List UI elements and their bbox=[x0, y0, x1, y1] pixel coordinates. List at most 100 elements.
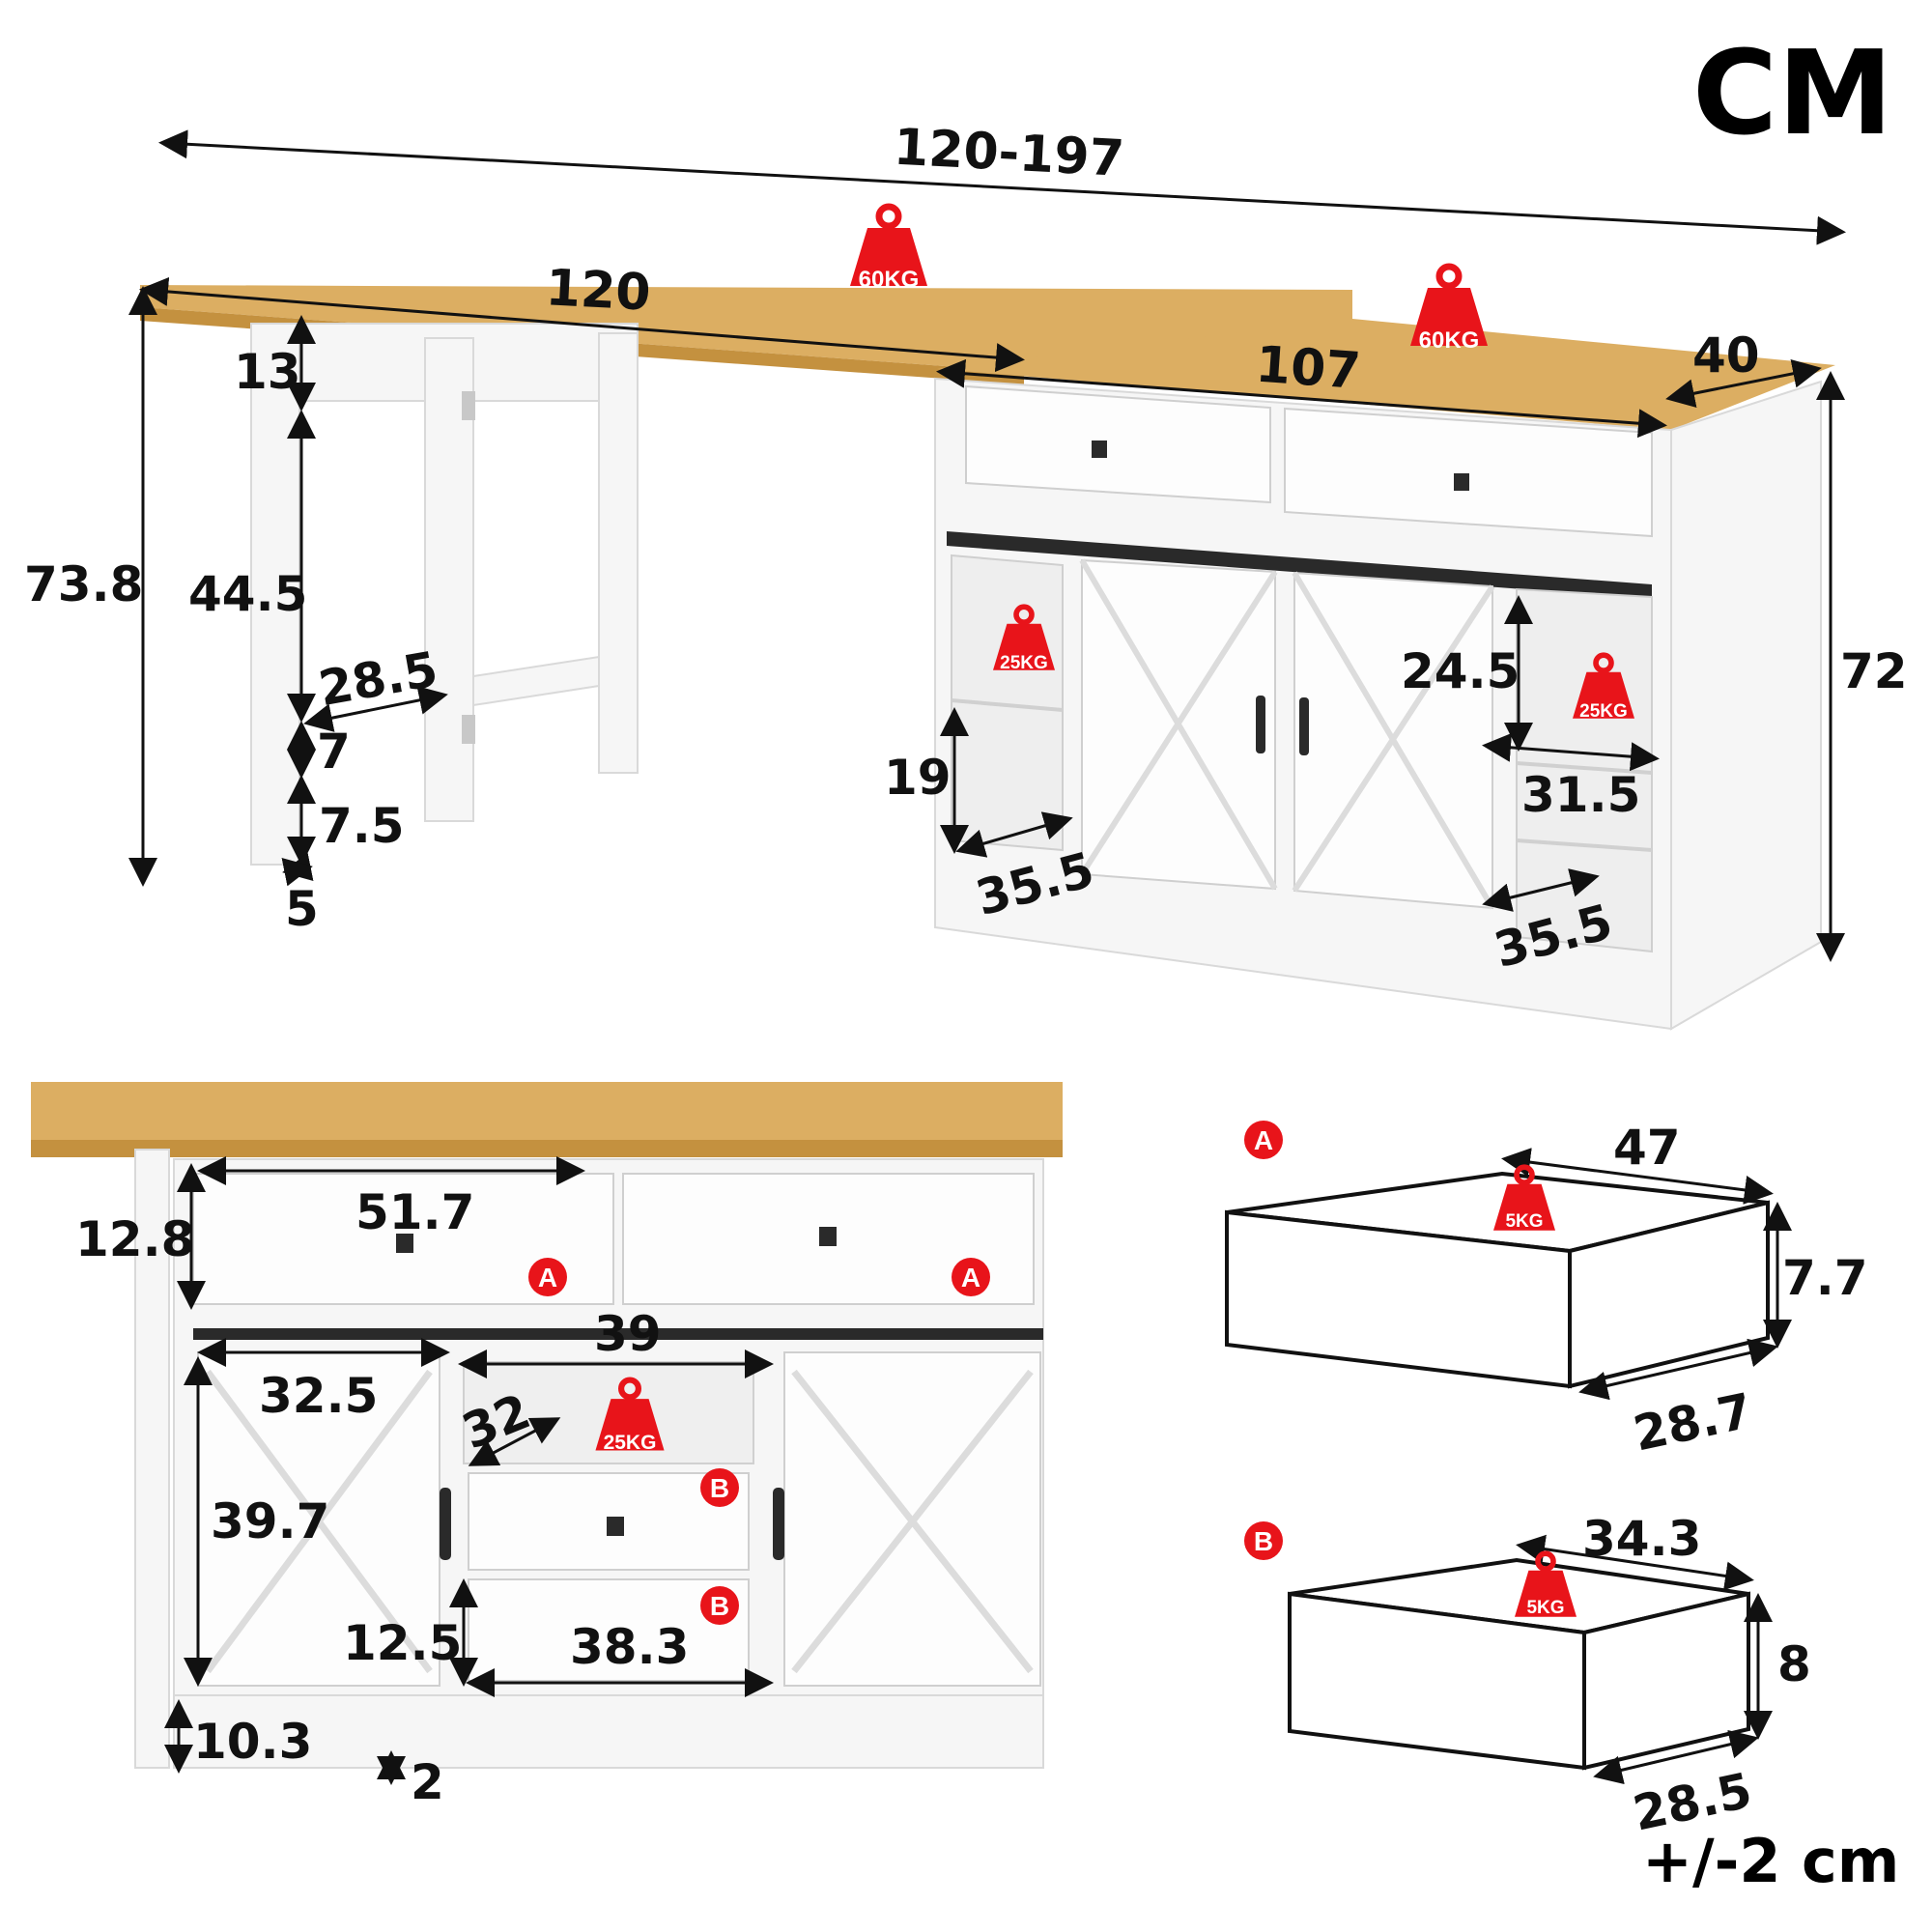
svg-text:B: B bbox=[710, 1473, 729, 1503]
svg-text:60KG: 60KG bbox=[859, 267, 920, 293]
svg-text:A: A bbox=[1254, 1125, 1273, 1155]
small-drawer-lower bbox=[468, 1578, 750, 1682]
barn-door-rail bbox=[947, 531, 1652, 599]
desk-leg-back bbox=[598, 332, 639, 774]
right-shelf-height-label: 24.5 bbox=[1401, 643, 1520, 699]
drawer-b-detail: B 5KG bbox=[1244, 1521, 1773, 1785]
right-shelf-board bbox=[1516, 838, 1653, 852]
cabinet-illustration bbox=[934, 319, 1835, 1031]
center-opening-label: 39 bbox=[594, 1306, 662, 1362]
stretcher-gap-label: 7 bbox=[317, 724, 351, 780]
drawer-a-height-label: 7.7 bbox=[1782, 1250, 1868, 1306]
cabinet-load-badge: 60KG bbox=[1410, 267, 1488, 354]
svg-text:B: B bbox=[710, 1591, 729, 1621]
drawer-knob-icon bbox=[396, 1234, 413, 1253]
drawer-a-depth-line bbox=[1578, 1338, 1778, 1401]
front-barn-door-rail bbox=[193, 1328, 1043, 1340]
drawer-marker-b-lower: B bbox=[700, 1586, 739, 1625]
drawer-marker-a-right: A bbox=[952, 1258, 990, 1296]
drawer-marker-b-upper: B bbox=[700, 1468, 739, 1507]
right-shelf-depth-line bbox=[1482, 868, 1600, 912]
center-shelf-depth-line bbox=[468, 1417, 561, 1466]
drawer-b-height-label: 8 bbox=[1777, 1636, 1811, 1692]
left-shelf-board bbox=[951, 698, 1064, 712]
left-shelf-load-badge: 25KG bbox=[993, 607, 1055, 673]
drawer-width-label: 51.7 bbox=[355, 1184, 474, 1240]
top-dimension-lines bbox=[128, 129, 1846, 962]
left-shelf-depth-line bbox=[955, 811, 1073, 858]
drawer-knob-icon bbox=[1092, 440, 1107, 458]
base-height-label: 10.3 bbox=[193, 1714, 312, 1770]
svg-text:25KG: 25KG bbox=[1000, 653, 1048, 673]
front-view-illustration bbox=[31, 1082, 1063, 1769]
small-drawer-height-label: 12.5 bbox=[343, 1615, 462, 1671]
drawer-knob-icon bbox=[607, 1517, 624, 1536]
total-length-label: 120-197 bbox=[893, 119, 1125, 188]
svg-text:A: A bbox=[538, 1263, 557, 1293]
leg-depth-line bbox=[303, 686, 448, 732]
right-shelf-load-badge: 25KG bbox=[1573, 655, 1634, 722]
door-handle-icon bbox=[1299, 697, 1309, 755]
drawer-knob-icon bbox=[1454, 473, 1469, 491]
right-shelf-width-line bbox=[1482, 732, 1660, 772]
desk-length-line bbox=[139, 276, 1025, 373]
svg-text:B: B bbox=[1254, 1526, 1273, 1556]
hinge-icon bbox=[462, 391, 475, 420]
front-desk-top bbox=[31, 1082, 1063, 1150]
cabinet-depth-label: 40 bbox=[1692, 327, 1760, 384]
cabinet-width-label: 107 bbox=[1254, 336, 1362, 401]
leg-height-label: 44.5 bbox=[188, 566, 307, 622]
leg-width-label: 5 bbox=[285, 881, 319, 937]
cabinet-height-label: 72 bbox=[1840, 643, 1908, 699]
desk-load-badge: 60KG bbox=[850, 207, 927, 293]
apron-height-label: 13 bbox=[234, 344, 301, 400]
front-door-x-brace bbox=[205, 1369, 1034, 1674]
front-base bbox=[173, 1694, 1044, 1769]
door-handle-icon bbox=[1256, 696, 1265, 753]
leg-width-line bbox=[281, 852, 314, 887]
drawer-a-width-label: 47 bbox=[1613, 1120, 1681, 1176]
foot-height-label: 7.5 bbox=[319, 798, 405, 854]
front-desk-leg bbox=[134, 1149, 170, 1769]
tolerance-note: +/-2 cm bbox=[1642, 1826, 1899, 1896]
door-handle-icon bbox=[773, 1488, 784, 1560]
base-clearance-label: 2 bbox=[411, 1754, 444, 1810]
svg-text:25KG: 25KG bbox=[604, 1432, 657, 1454]
hinge-icon bbox=[462, 715, 475, 744]
drawer-height-label: 12.8 bbox=[75, 1211, 194, 1267]
top-drawer-left bbox=[965, 384, 1271, 504]
drawer-marker-a-left: A bbox=[528, 1258, 567, 1296]
drawer-b-width-label: 34.3 bbox=[1582, 1511, 1701, 1567]
svg-text:5KG: 5KG bbox=[1505, 1211, 1543, 1232]
total-length-line bbox=[158, 129, 1846, 245]
drawer-a-marker bbox=[1244, 1121, 1283, 1159]
door-handle-icon bbox=[440, 1488, 451, 1560]
desk-height-label: 73.8 bbox=[24, 556, 143, 612]
left-shelf-height-label: 19 bbox=[884, 750, 952, 806]
front-desk-top-edge bbox=[31, 1140, 1063, 1157]
svg-text:60KG: 60KG bbox=[1419, 327, 1480, 354]
desk-stretcher bbox=[472, 655, 600, 707]
cabinet-side bbox=[1670, 380, 1822, 1031]
svg-text:25KG: 25KG bbox=[1579, 701, 1628, 722]
desk-length-label: 120 bbox=[544, 259, 652, 323]
door-height-label: 39.7 bbox=[211, 1493, 329, 1549]
leg-depth-label: 28.5 bbox=[315, 641, 442, 718]
center-shelf-load-badge: 25KG bbox=[595, 1380, 664, 1454]
drawer-a-detail: A 5KG bbox=[1225, 1121, 1792, 1401]
svg-text:A: A bbox=[961, 1263, 980, 1293]
small-drawer-width-label: 38.3 bbox=[570, 1619, 689, 1675]
front-dimension-lines bbox=[164, 1156, 774, 1785]
door-width-label: 32.5 bbox=[259, 1368, 378, 1424]
drawer-b-marker bbox=[1244, 1521, 1283, 1560]
right-shelf-width-label: 31.5 bbox=[1521, 767, 1640, 823]
unit-label: CM bbox=[1692, 27, 1892, 161]
drawer-knob-icon bbox=[819, 1227, 837, 1246]
cabinet-depth-line bbox=[1665, 358, 1822, 409]
drawer-a-width-line bbox=[1501, 1148, 1774, 1205]
svg-text:5KG: 5KG bbox=[1526, 1598, 1564, 1618]
cabinet-width-line bbox=[936, 358, 1667, 439]
drawer-b-depth-line bbox=[1593, 1729, 1759, 1785]
drawer-b-width-line bbox=[1516, 1534, 1754, 1591]
